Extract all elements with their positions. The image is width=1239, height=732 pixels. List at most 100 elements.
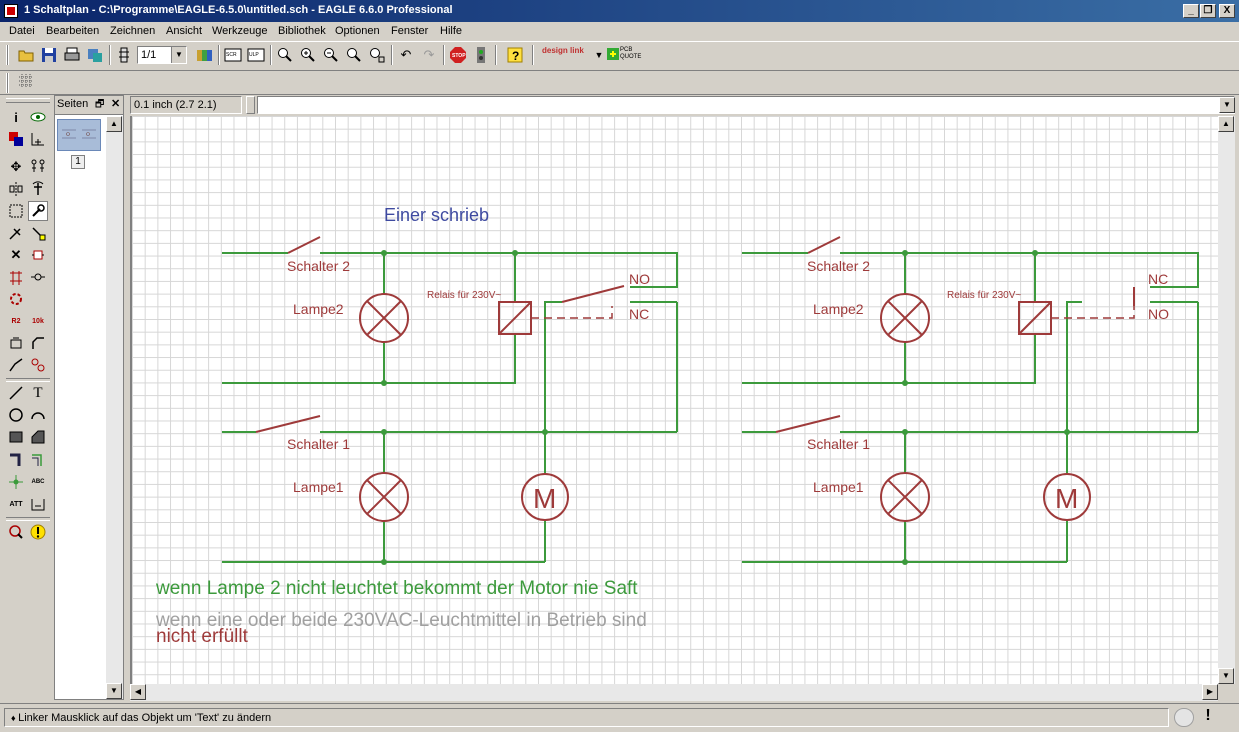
wire[interactable] (742, 253, 1036, 384)
delete-icon[interactable]: ✕ (10, 247, 22, 262)
open-folder-icon[interactable] (16, 45, 36, 65)
mirror-icon[interactable] (6, 179, 26, 199)
restore-button[interactable]: ❐ (1200, 4, 1216, 18)
text-icon[interactable]: T (33, 384, 43, 401)
relay-contact[interactable] (561, 285, 625, 303)
arc-icon[interactable] (28, 405, 48, 425)
help-icon[interactable]: ? (505, 45, 525, 65)
circle-icon[interactable] (6, 405, 26, 425)
undock-icon[interactable]: 🗗 (95, 99, 105, 110)
pinswap-icon[interactable] (6, 267, 26, 287)
canvas-hscrollbar[interactable]: ◀ ▶ (130, 684, 1218, 701)
scroll-up-icon[interactable]: ▲ (1218, 116, 1234, 132)
print-icon[interactable] (62, 45, 82, 65)
menu-fenster[interactable]: Fenster (391, 25, 429, 37)
polygon-icon[interactable] (28, 427, 48, 447)
wire[interactable] (544, 301, 677, 432)
attribute-icon[interactable]: ATT (9, 500, 23, 508)
redo-icon[interactable]: ↷ (423, 47, 435, 62)
right-lampe2-label[interactable]: Lampe2 (813, 301, 864, 317)
note-grey-text[interactable]: wenn eine oder beide 230VAC-Leuchtmittel… (155, 610, 647, 631)
scroll-down-icon[interactable]: ▼ (106, 683, 122, 699)
dimension-icon[interactable] (28, 494, 48, 514)
move-icon[interactable]: ✥ (10, 159, 22, 174)
net-icon[interactable] (28, 450, 48, 470)
menu-bibliothek[interactable]: Bibliothek (278, 25, 326, 37)
change-wrench-icon[interactable] (28, 201, 48, 221)
right-lampe1-label[interactable]: Lampe1 (813, 479, 864, 495)
close-button[interactable]: X (1219, 4, 1235, 18)
app-icon[interactable] (4, 4, 18, 18)
switch-1-contact[interactable] (255, 415, 321, 433)
show-eye-icon[interactable] (28, 107, 48, 127)
close-icon[interactable]: ✕ (111, 98, 121, 110)
zoom-fit-icon[interactable] (275, 45, 295, 65)
left-schalter2-label[interactable]: Schalter 2 (287, 258, 350, 274)
right-schalter2-label[interactable]: Schalter 2 (807, 258, 870, 274)
save-icon[interactable] (39, 45, 59, 65)
scroll-left-icon[interactable]: ◀ (130, 684, 146, 700)
scroll-down-icon[interactable]: ▼ (1218, 668, 1234, 684)
lamp1-symbol[interactable] (880, 472, 930, 522)
right-schalter1-label[interactable]: Schalter 1 (807, 436, 870, 452)
value-icon[interactable]: 10k (32, 317, 44, 325)
undo-icon[interactable]: ↶ (400, 47, 412, 62)
motor-symbol[interactable] (1043, 473, 1091, 521)
split-icon[interactable] (6, 355, 26, 375)
label-icon[interactable]: ABC (31, 479, 45, 485)
right-motor-label[interactable]: M (1055, 483, 1078, 514)
error-indicator-icon[interactable]: ! (1205, 707, 1211, 724)
grid-icon[interactable] (16, 71, 36, 91)
menu-bearbeiten[interactable]: Bearbeiten (46, 25, 100, 37)
right-contact-bottom-label[interactable]: NO (1148, 306, 1169, 322)
menu-zeichnen[interactable]: Zeichnen (110, 25, 156, 37)
left-schalter1-label[interactable]: Schalter 1 (287, 436, 350, 452)
menu-datei[interactable]: Datei (9, 25, 35, 37)
minimize-button[interactable]: _ (1183, 4, 1199, 18)
zoom-select-icon[interactable] (367, 45, 387, 65)
wire[interactable] (320, 252, 678, 288)
stop-icon[interactable]: STOP (448, 45, 468, 65)
switch-2-contact[interactable] (807, 236, 841, 254)
scroll-up-icon[interactable]: ▲ (106, 116, 122, 132)
gateswap-icon[interactable] (28, 267, 48, 287)
left-contact-bottom-label[interactable]: NC (629, 306, 649, 322)
left-lampe1-label[interactable]: Lampe1 (293, 479, 344, 495)
copy-icon[interactable] (28, 157, 48, 177)
lamp2-symbol[interactable] (880, 293, 930, 343)
lamp1-symbol[interactable] (359, 472, 409, 522)
bus-icon[interactable] (6, 450, 26, 470)
lamp2-symbol[interactable] (359, 293, 409, 343)
switch-2-contact[interactable] (287, 236, 321, 254)
redraw-icon[interactable] (344, 45, 364, 65)
canvas-vscrollbar[interactable]: ▲ ▼ (1218, 116, 1235, 684)
wire-bend-icon[interactable] (28, 223, 48, 243)
command-line-input[interactable] (257, 96, 1235, 114)
right-contact-top-label[interactable]: NC (1148, 271, 1168, 287)
line-icon[interactable] (6, 383, 26, 403)
menu-optionen[interactable]: Optionen (335, 25, 380, 37)
heading-text[interactable]: Einer schrieb (384, 205, 489, 225)
junction-icon[interactable] (6, 472, 26, 492)
rotate-icon[interactable] (28, 179, 48, 199)
chevron-down-icon[interactable]: ▼ (171, 47, 186, 63)
library-icon[interactable] (195, 45, 215, 65)
zoom-out-icon[interactable] (321, 45, 341, 65)
right-relais-label[interactable]: Relais für 230V~ (947, 290, 1021, 301)
left-contact-top-label[interactable]: NO (629, 271, 650, 287)
menu-werkzeuge[interactable]: Werkzeuge (212, 25, 268, 37)
pages-scrollbar[interactable]: ▲ ▼ (106, 116, 123, 699)
wire[interactable] (840, 252, 1199, 288)
switch-1-contact[interactable] (775, 415, 841, 433)
run-ulp-icon[interactable]: ULP (246, 45, 266, 65)
menu-hilfe[interactable]: Hilfe (440, 25, 463, 37)
smash-icon[interactable] (6, 333, 26, 353)
group-icon[interactable] (6, 201, 26, 221)
go-icon[interactable] (471, 45, 491, 65)
board-switch-icon[interactable] (114, 45, 134, 65)
errors-icon[interactable] (28, 522, 48, 542)
display-layers-icon[interactable] (6, 129, 26, 149)
left-lampe2-label[interactable]: Lampe2 (293, 301, 344, 317)
designlink-logo[interactable]: design link (542, 46, 584, 55)
left-motor-label[interactable]: M (533, 483, 556, 514)
